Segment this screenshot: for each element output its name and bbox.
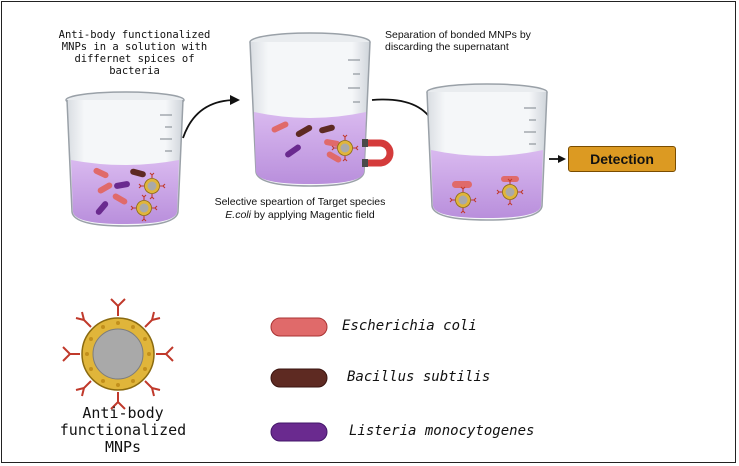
legend-label-ecoli: Escherichia coli: [342, 318, 477, 334]
legend-label-listeria: Listeria monocytogenes: [349, 423, 535, 439]
mnp-legend-label: Anti-body functionalized MNPs: [59, 404, 187, 456]
beaker-3: [426, 83, 548, 221]
step2-caption-post: by applying Magentic field: [250, 209, 375, 221]
step1-caption: Anti-body functionalized MNPs in a solut…: [58, 29, 211, 77]
step3-caption: Separation of bonded MNPs by discarding …: [385, 29, 531, 53]
step2-caption-species: E.coli: [225, 209, 251, 221]
detection-box: Detection: [568, 146, 676, 172]
step2-caption: Selective speartion of Target species E.…: [210, 196, 390, 222]
legend-label-bsubtilis: Bacillus subtilis: [347, 369, 491, 385]
step2-caption-pre: Selective speartion of Target species: [214, 196, 386, 208]
mnp-legend-icon: [62, 298, 174, 410]
magnet-icon: [362, 139, 394, 167]
beaker-1: [65, 91, 185, 227]
legend-swatch-listeria: [270, 422, 328, 442]
legend-swatch-ecoli: [270, 317, 328, 337]
legend-swatch-bsubtilis: [270, 368, 328, 388]
beaker-2: [249, 32, 371, 187]
